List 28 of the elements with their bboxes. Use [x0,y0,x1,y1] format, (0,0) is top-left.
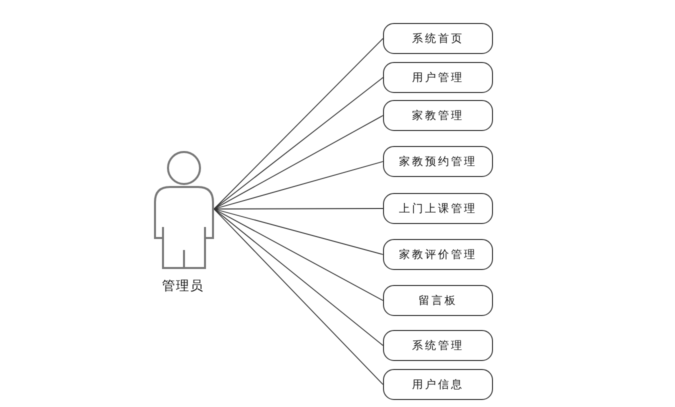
use-case-box [383,369,493,400]
association-line [214,208,384,385]
use-case-label: 留言板 [418,293,458,308]
use-case-label: 系统管理 [412,338,464,353]
association-line [214,208,384,346]
use-case-box [383,285,493,316]
use-case-label: 用户管理 [412,70,464,85]
actor-label: 管理员 [161,278,205,295]
use-case-box [383,146,493,177]
use-case-box [383,239,493,270]
association-line [214,208,384,255]
use-case-label: 上门上课管理 [399,201,477,216]
use-case-box [383,100,493,131]
use-case-label: 用户信息 [412,377,464,392]
use-case-box [383,193,493,224]
association-line [214,208,384,210]
association-line [214,115,384,210]
use-case-box [383,330,493,361]
use-case-label: 家教管理 [412,108,464,123]
use-case-box [383,23,493,54]
association-line [214,208,384,301]
association-line [214,38,384,210]
use-case-label: 家教预约管理 [399,154,477,169]
use-case-label: 系统首页 [412,31,464,46]
use-case-label: 家教评价管理 [399,247,477,262]
use-case-box [383,62,493,93]
association-line [214,77,384,210]
association-line [214,161,384,210]
